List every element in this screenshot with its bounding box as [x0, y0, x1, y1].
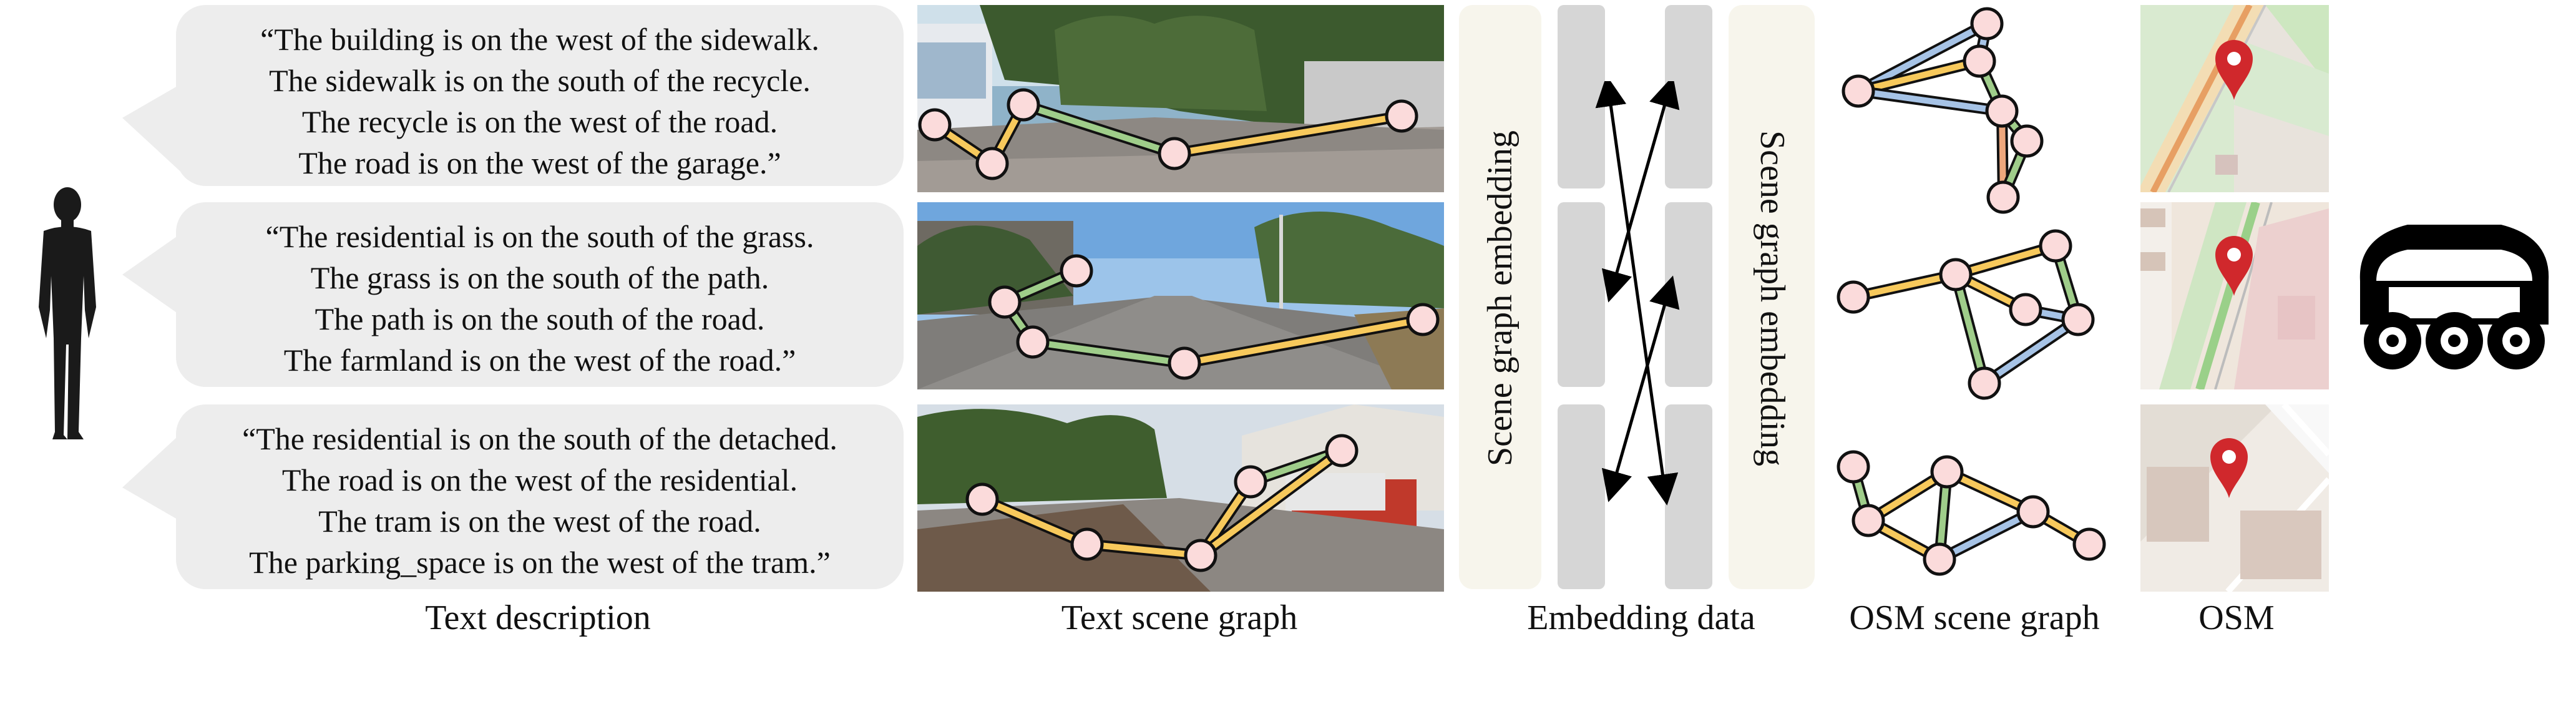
- description-line: The farmland is on the west of the road.…: [283, 343, 796, 378]
- description-line: The parking_space is on the west of the …: [249, 545, 831, 580]
- graph-node: [1842, 74, 1875, 108]
- graph-node: [1985, 94, 2019, 128]
- description-line: The recycle is on the west of the road.: [301, 104, 778, 139]
- graph-edge: [979, 496, 1090, 547]
- description-line: The grass is on the south of the path.: [310, 260, 769, 295]
- graph-node: [965, 482, 999, 516]
- graph-edge: [1171, 113, 1405, 157]
- graph-edge: [1855, 58, 1983, 94]
- graph-node: [1184, 539, 1217, 572]
- description-line: The path is on the south of the road.: [315, 301, 765, 336]
- map-pins: [2210, 40, 2253, 498]
- graph-node: [975, 147, 1009, 180]
- graph-node: [918, 108, 952, 142]
- osm-scene-graph: [1837, 7, 2106, 576]
- arrow: [1601, 81, 1680, 303]
- text-scene-graph: [918, 88, 1440, 572]
- graph-edge: [1030, 339, 1188, 366]
- graph-node: [1837, 280, 1870, 314]
- graph-node: [1837, 450, 1870, 484]
- graph-node: [1325, 434, 1359, 467]
- graph-node: [2009, 293, 2042, 326]
- caption-osm-scene-graph: OSM scene graph: [1849, 599, 2100, 637]
- description-line: “The residential is on the south of the …: [265, 219, 814, 254]
- text-graph-nodes: [918, 88, 1440, 572]
- map-pin-icon: [2215, 236, 2253, 296]
- graph-node: [1016, 325, 1050, 359]
- description-bubble: “The residential is on the south of the …: [176, 404, 904, 589]
- graph-node: [1852, 504, 1885, 537]
- graph-node: [2061, 303, 2095, 336]
- embedding-label-left: Scene graph embedding: [1481, 130, 1520, 467]
- arrow: [1595, 81, 1679, 506]
- description-line: The road is on the west of the residenti…: [281, 462, 798, 497]
- graph-node: [2072, 527, 2106, 561]
- embedding-match-arrows: [1595, 81, 1680, 506]
- graph-node: [1930, 455, 1964, 489]
- graph-node: [1070, 527, 1104, 561]
- scene-graph-embedding-panel-right: [1729, 5, 1815, 589]
- description-line: The road is on the west of the garage.”: [298, 145, 781, 180]
- graph-edge: [1981, 316, 2081, 386]
- graph-edge: [1936, 509, 2036, 562]
- caption-text-scene-graph: Text scene graph: [1061, 599, 1298, 637]
- caption-osm: OSM: [2198, 599, 2275, 637]
- map-pin-icon: [2215, 40, 2253, 100]
- street-photo-3: [917, 404, 1444, 592]
- osm-graph-nodes: [1837, 7, 2106, 576]
- arrow: [1601, 275, 1680, 502]
- graph-edge: [1181, 316, 1426, 366]
- text-graph-edges: [929, 99, 1428, 561]
- graph-node: [1234, 465, 1267, 499]
- graph-edge: [1084, 541, 1204, 559]
- caption-text-description: Text description: [425, 599, 651, 637]
- bubble-tail: [122, 231, 185, 318]
- description-line: The sidewalk is on the south of the recy…: [269, 63, 811, 98]
- graph-node: [1968, 366, 2001, 400]
- graph-node: [2010, 124, 2044, 158]
- graph-node: [2016, 495, 2050, 529]
- bubble-tail: [122, 82, 185, 212]
- caption-embedding-data: Embedding data: [1527, 599, 1755, 637]
- graph-node: [1385, 99, 1418, 133]
- graph-edge: [1953, 271, 1988, 386]
- graph-node: [1406, 303, 1440, 336]
- map-pin-icon: [2210, 438, 2248, 498]
- graph-edge: [1020, 102, 1178, 157]
- graph-edge: [1855, 88, 2005, 114]
- bubble-tail: [122, 394, 185, 524]
- graph-node: [1060, 254, 1093, 288]
- graph-node: [1168, 346, 1201, 380]
- description-bubble: “The building is on the west of the side…: [176, 5, 904, 186]
- graph-edge: [1198, 447, 1345, 559]
- graph-edge: [1850, 271, 1959, 300]
- delivery-robot-icon: [2359, 225, 2549, 369]
- graph-node: [988, 285, 1022, 319]
- graph-node: [1158, 137, 1191, 170]
- person-silhouette-icon: [39, 187, 96, 439]
- osm-graph-edges: [1848, 18, 2095, 565]
- scene-graph-embedding-panel-left: [1459, 5, 1541, 589]
- graph-node: [1007, 88, 1040, 122]
- osm-map-tile-3: [2140, 404, 2329, 592]
- graph-node: [1923, 542, 1956, 576]
- description-line: “The residential is on the south of the …: [242, 421, 837, 456]
- description-line: “The building is on the west of the side…: [260, 22, 819, 57]
- description-line: The tram is on the west of the road.: [318, 504, 761, 539]
- graph-edge: [1855, 21, 1990, 94]
- graph-node: [1986, 180, 2020, 214]
- graph-edge: [1953, 243, 2059, 278]
- graph-node: [1970, 7, 2004, 41]
- osm-map-tile-2: [2140, 202, 2329, 389]
- graph-node: [1963, 44, 1996, 78]
- embedding-label-right: Scene graph embedding: [1753, 130, 1792, 467]
- graph-node: [2039, 229, 2072, 263]
- osm-map-tile-1: [2140, 5, 2329, 192]
- graph-node: [1939, 258, 1973, 291]
- description-bubble: “The residential is on the south of the …: [176, 202, 904, 387]
